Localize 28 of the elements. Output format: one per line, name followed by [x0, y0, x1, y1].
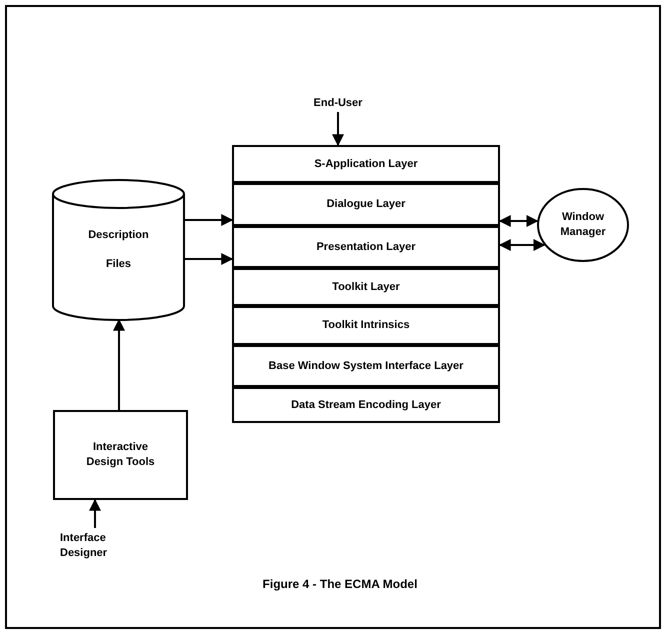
- node-label: Toolkit Intrinsics: [322, 318, 410, 333]
- layer-box: [232, 345, 500, 387]
- layer-box: [232, 268, 500, 306]
- layer-box: [232, 306, 500, 345]
- arrow: [498, 215, 538, 227]
- arrow: [332, 112, 344, 146]
- layer-box: [232, 145, 500, 183]
- node-label: S-Application Layer: [314, 156, 418, 172]
- tool-box: [53, 410, 188, 500]
- node-label: Toolkit Layer: [332, 280, 400, 294]
- node-label: Presentation Layer: [316, 240, 416, 254]
- arrow: [185, 253, 234, 265]
- node-label: Interactive Design Tools: [85, 440, 156, 470]
- actor-label: Interface Designer: [60, 531, 108, 561]
- arrow: [113, 318, 125, 410]
- layer-box: [232, 183, 500, 226]
- arrow: [185, 214, 234, 226]
- arrow: [498, 239, 546, 251]
- arrow: [89, 498, 101, 528]
- layer-box: [232, 226, 500, 268]
- node-label: Window Manager: [559, 210, 607, 240]
- node-label: Base Window System Interface Layer: [268, 358, 464, 374]
- actor-label: End-User: [314, 96, 362, 110]
- node-label: Dialogue Layer: [326, 197, 406, 212]
- node-label: Description Files: [87, 228, 150, 272]
- node-label: Data Stream Encoding Layer: [291, 398, 441, 412]
- figure-caption: Figure 4 - The ECMA Model: [262, 577, 418, 591]
- layer-box: [232, 387, 500, 423]
